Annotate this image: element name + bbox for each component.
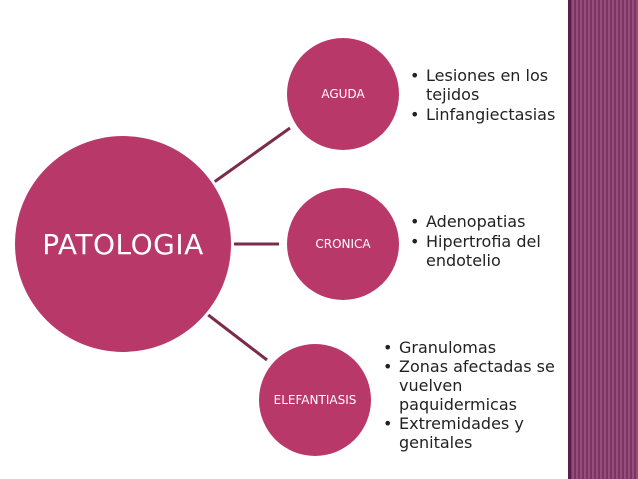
connector-aguda — [209, 126, 291, 187]
side-stripe — [568, 0, 638, 479]
branch-node-cronica: CRONICA — [287, 188, 399, 300]
list-item: Hipertrofia del endotelio — [410, 232, 570, 270]
branch-node-aguda: AGUDA — [287, 38, 399, 150]
root-node: PATOLOGIA — [15, 136, 231, 352]
side-stripe-edge — [568, 0, 571, 479]
branch-label-aguda: AGUDA — [321, 87, 365, 101]
list-item: Linfangiectasias — [410, 105, 570, 124]
branch-label-elefantiasis: ELEFANTIASIS — [273, 393, 357, 407]
bullet-list-elefantiasis: Granulomas Zonas afectadas se vuelven pa… — [383, 338, 563, 452]
branch-label-cronica: CRONICA — [315, 237, 371, 251]
connector-elefantiasis — [206, 312, 268, 362]
bullet-list-cronica: Adenopatias Hipertrofia del endotelio — [410, 212, 570, 271]
list-item: Granulomas — [383, 338, 563, 357]
list-item: Lesiones en los tejidos — [410, 66, 570, 104]
list-item: Extremidades y genitales — [383, 414, 563, 452]
root-label: PATOLOGIA — [42, 227, 204, 261]
bullet-list-aguda: Lesiones en los tejidos Linfangiectasias — [410, 66, 570, 125]
list-item: Zonas afectadas se vuelven paquidermicas — [383, 357, 563, 414]
list-item: Adenopatias — [410, 212, 570, 231]
branch-node-elefantiasis: ELEFANTIASIS — [259, 344, 371, 456]
